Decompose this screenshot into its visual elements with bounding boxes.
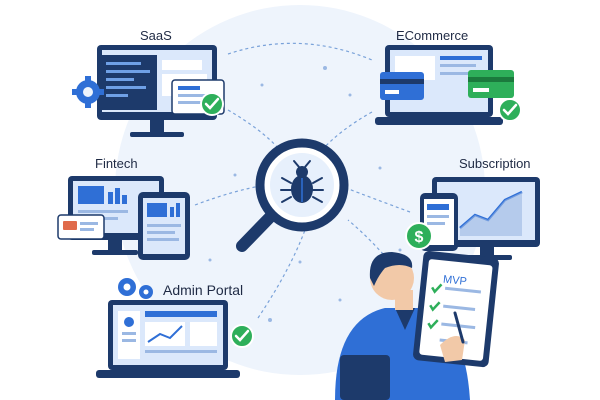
- gear-icon: [118, 278, 153, 299]
- saas-label: SaaS: [140, 28, 172, 43]
- ecommerce-laptop: [375, 45, 514, 125]
- fintech-devices: [57, 176, 190, 260]
- hand: [440, 311, 465, 362]
- ecommerce-label: ECommerce: [396, 28, 469, 43]
- check-badge-icon: [200, 92, 224, 116]
- gear-icon: [72, 76, 104, 108]
- dollar-coin-icon: $: [405, 222, 433, 250]
- clipboard: MVP: [413, 250, 499, 368]
- bug-magnifier-icon: [236, 138, 349, 252]
- admin-portal-label: Admin Portal: [163, 282, 244, 298]
- person-figure: [335, 252, 470, 400]
- subscription-devices: [420, 177, 540, 260]
- clipboard-title: MVP: [442, 274, 467, 288]
- check-badge-icon: [230, 324, 254, 348]
- check-badge-icon: [498, 98, 522, 122]
- admin-portal-laptop: [96, 300, 240, 378]
- subscription-label: Subscription: [459, 156, 531, 171]
- fintech-label: Fintech: [95, 156, 138, 171]
- saas-monitor: [97, 45, 225, 137]
- svg-text:$: $: [415, 229, 424, 246]
